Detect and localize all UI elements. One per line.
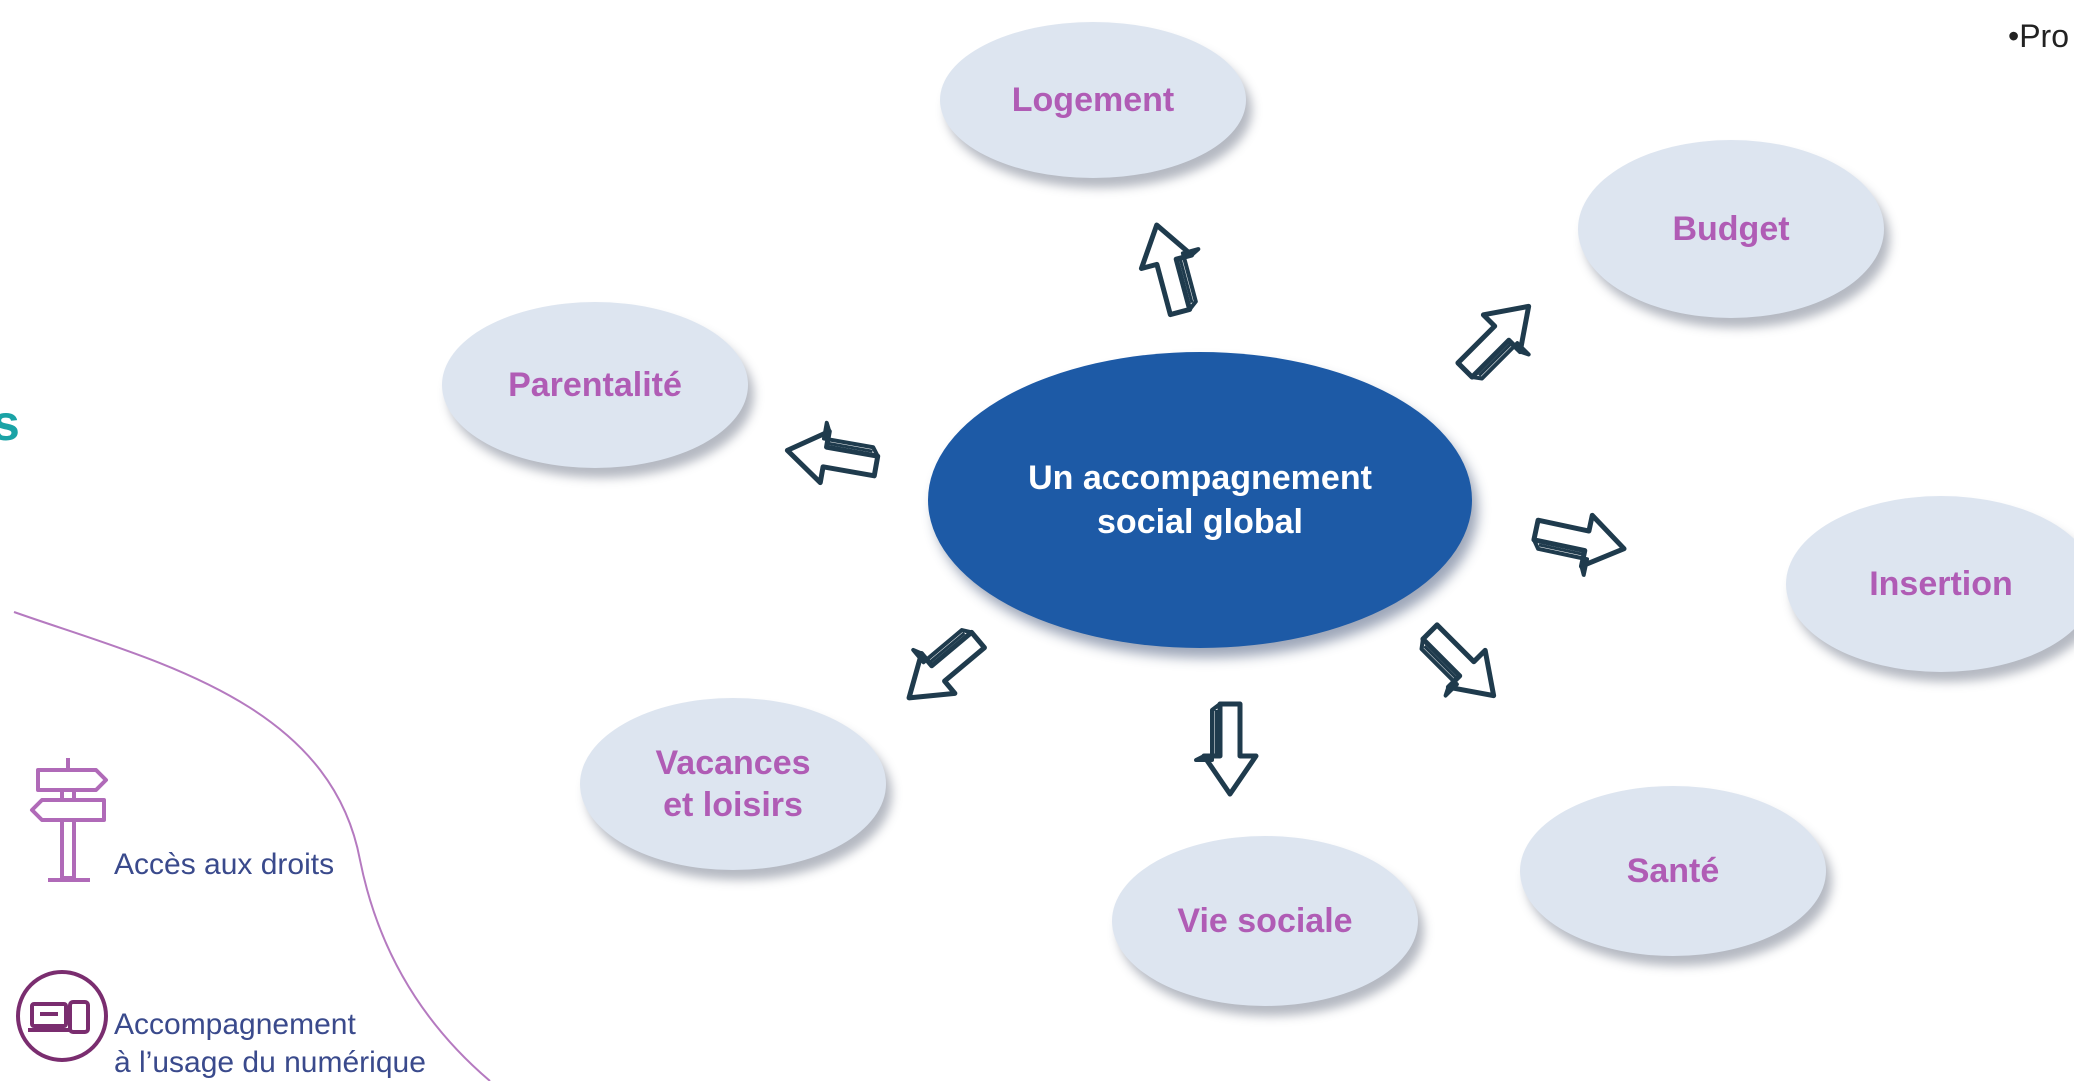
node-sante: Santé xyxy=(1520,786,1826,956)
arrow-icon-budget xyxy=(1447,288,1553,394)
legend-acces-droits: Accès aux droits xyxy=(114,848,335,881)
arrow-icon-parentalite xyxy=(783,417,882,492)
node-logement: Logement xyxy=(940,22,1246,178)
arrow-icon-insertion xyxy=(1529,505,1630,582)
top-note: •Pro xyxy=(2008,18,2069,54)
arrow-icon-sante xyxy=(1406,614,1512,720)
center-node: Un accompagnement social global xyxy=(928,352,1472,648)
node-parentalite: Parentalité xyxy=(442,302,748,468)
arrow-icon-vie-sociale xyxy=(1196,704,1256,794)
node-budget: Budget xyxy=(1578,140,1884,318)
edge-glyph: s xyxy=(0,395,20,451)
devices-icon xyxy=(16,970,108,1062)
arrow-icon-logement xyxy=(1132,216,1213,318)
signpost-icon xyxy=(30,758,108,882)
arrow-icon-vacances xyxy=(887,614,995,718)
node-vie-sociale: Vie sociale xyxy=(1112,836,1418,1006)
node-vacances: Vacances et loisirs xyxy=(580,698,886,870)
legend-numerique: Accompagnement à l’usage du numérique xyxy=(114,1008,426,1079)
node-insertion: Insertion xyxy=(1786,496,2074,672)
